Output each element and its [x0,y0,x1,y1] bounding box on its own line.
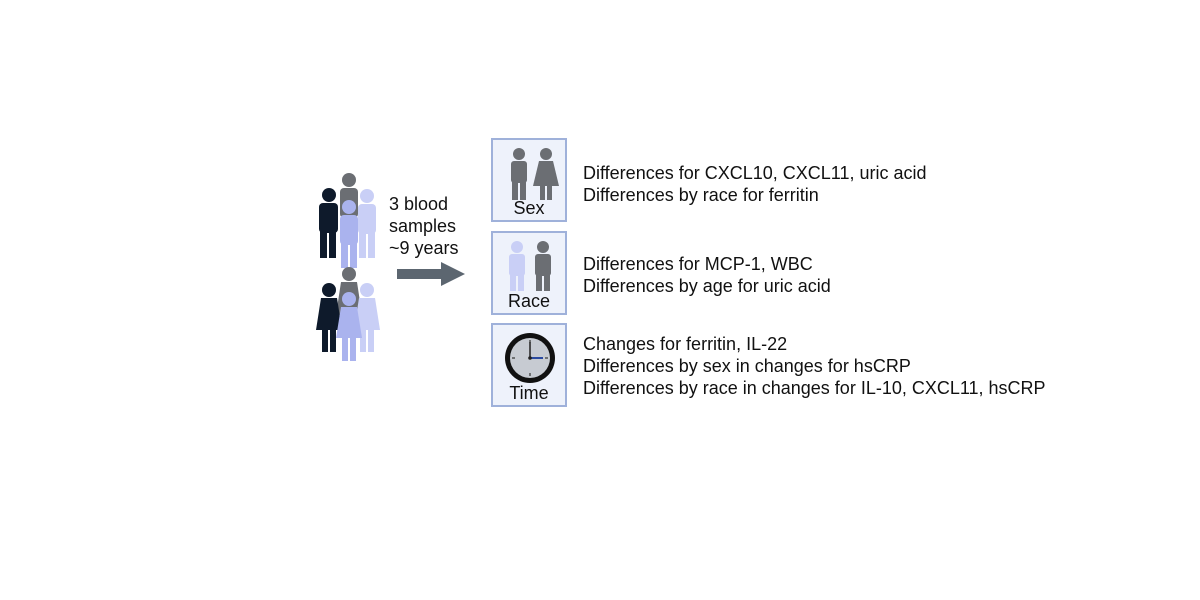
finding-line: Differences by age for uric acid [583,276,831,296]
people-group-icon [316,173,380,361]
sex-findings: Differences for CXCL10, CXCL11, uric aci… [583,162,927,206]
finding-line: Changes for ferritin, IL-22 [583,334,788,354]
sex-factor-box: Sex [491,138,567,222]
race-factor-box: Race [491,231,567,315]
finding-line: Differences for CXCL10, CXCL11, uric aci… [583,163,927,183]
finding-line: Differences by race in changes for IL-10… [583,378,1046,398]
blood-samples-text: 3 blood samples ~9 years [389,194,459,258]
finding-line: Differences by race for ferritin [583,185,819,205]
time-factor-box: Time [491,323,567,407]
race-people-icon [509,241,551,291]
finding-line: Differences by sex in changes for hsCRP [583,356,911,376]
finding-line: Differences for MCP-1, WBC [583,254,813,274]
male-female-icon [511,148,559,200]
time-factor-label: Time [509,383,549,403]
race-factor-label: Race [507,291,551,311]
cohort-people-illustration [310,170,390,365]
time-findings: Changes for ferritin, IL-22 Differences … [583,333,1046,399]
clock-icon [505,333,555,383]
sex-factor-label: Sex [513,198,545,218]
right-arrow-icon [397,262,465,286]
race-findings: Differences for MCP-1, WBC Differences b… [583,253,831,297]
